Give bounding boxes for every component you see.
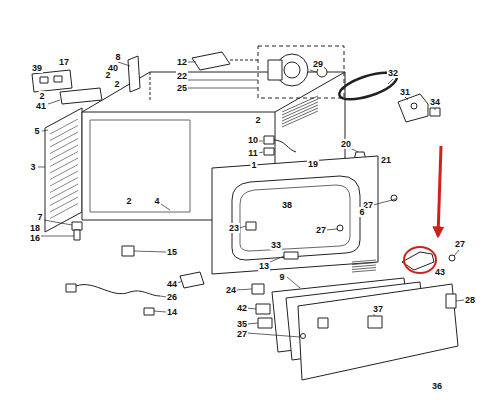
blower-group [258,46,344,98]
callout-number: 1 [250,160,257,170]
callout-number: 44 [166,279,178,289]
callout-number: 31 [399,87,411,97]
callout-number: 27 [454,239,466,249]
callout-number: 6 [358,207,365,217]
idler-bracket [398,94,428,122]
callout-number: 19 [307,159,319,169]
callout-number: 43 [434,267,446,277]
drive-belt [336,67,399,105]
callout-number: 15 [166,247,178,257]
callout-number: 14 [166,307,178,317]
callout-number: 4 [153,196,160,206]
callout-number: 5 [33,126,40,136]
callout-number: 10 [247,135,259,145]
callout-number: 2 [38,91,45,101]
door-opening [232,176,360,260]
hinge [446,294,456,308]
motor-bracket [192,52,230,70]
callout-number: 29 [312,59,324,69]
callout-number: 36 [431,381,443,391]
callout-number: 33 [270,240,282,250]
callout-number: 17 [58,57,70,67]
callout-number: 32 [387,68,399,78]
highlight-circle [404,247,436,273]
harness [72,285,160,296]
plate [180,272,204,288]
callout-number: 27 [315,225,327,235]
bracket [128,56,140,92]
clip [122,246,134,256]
callout-number: 20 [340,139,352,149]
callout-number: 21 [380,155,392,165]
outer-door [298,284,458,380]
highlight-arrow [438,146,441,236]
callout-number: 7 [36,212,43,222]
callout-number: 8 [114,52,121,62]
callout-number: 3 [29,162,36,172]
callout-number: 26 [166,292,178,302]
top-bracket [32,70,72,92]
callout-number: 11 [247,148,259,158]
callout-number: 13 [258,261,270,271]
callout-number: 2 [125,196,132,206]
callout-number: 24 [225,285,237,295]
callout-number: 22 [176,71,188,81]
rear-panel [45,108,82,232]
callout-number: 25 [176,83,188,93]
callout-number: 34 [429,97,441,107]
callout-number: 38 [281,200,293,210]
callout-number: 23 [228,223,240,233]
callout-number: 2 [113,79,120,89]
callout-number: 37 [372,304,384,314]
callout-number: 16 [29,233,41,243]
callout-number: 9 [278,272,285,282]
callout-number: 35 [236,319,248,329]
callout-number: 2 [254,115,261,125]
callout-number: 18 [29,223,41,233]
hinge-bracket [60,88,102,104]
callout-number: 41 [35,101,47,111]
callout-number: 2 [104,70,111,80]
terminal-block [264,136,274,144]
callout-number: 27 [236,329,248,339]
callout-number: 12 [176,57,188,67]
callout-number: 39 [31,63,43,73]
strike [252,284,264,294]
callout-number: 28 [464,295,476,305]
front-panel [212,156,378,274]
door-switch [246,222,256,230]
callout-number: 42 [236,303,248,313]
